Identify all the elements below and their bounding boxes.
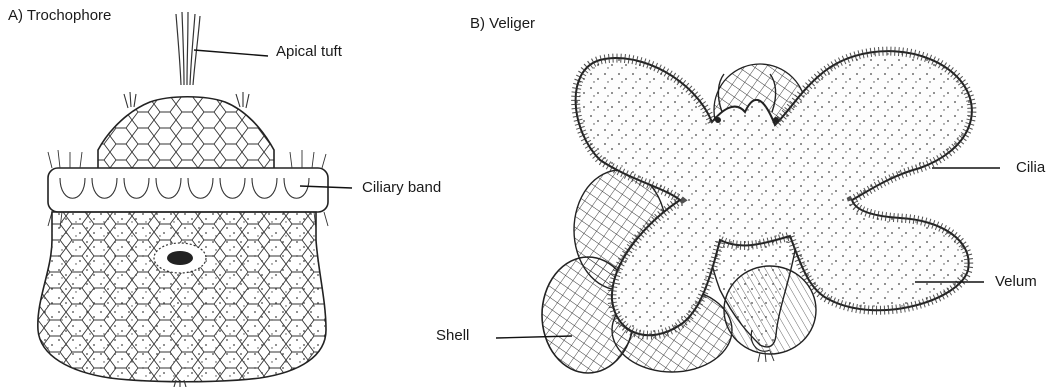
episphere [98,97,274,170]
apical-tuft-leader [194,50,268,56]
shell-label: Shell [436,328,469,343]
panel-a-title: A) Trochophore [8,8,111,23]
veliger-drawing [542,51,972,373]
ciliary-band-label: Ciliary band [362,180,441,195]
apical-tuft-label: Apical tuft [276,44,342,59]
panel-b-title: B) Veliger [470,16,535,31]
cilia-label: Cilia [1016,160,1045,175]
velum-label: Velum [995,274,1037,289]
apical-tuft [176,12,200,85]
trochophore-drawing [38,12,328,387]
